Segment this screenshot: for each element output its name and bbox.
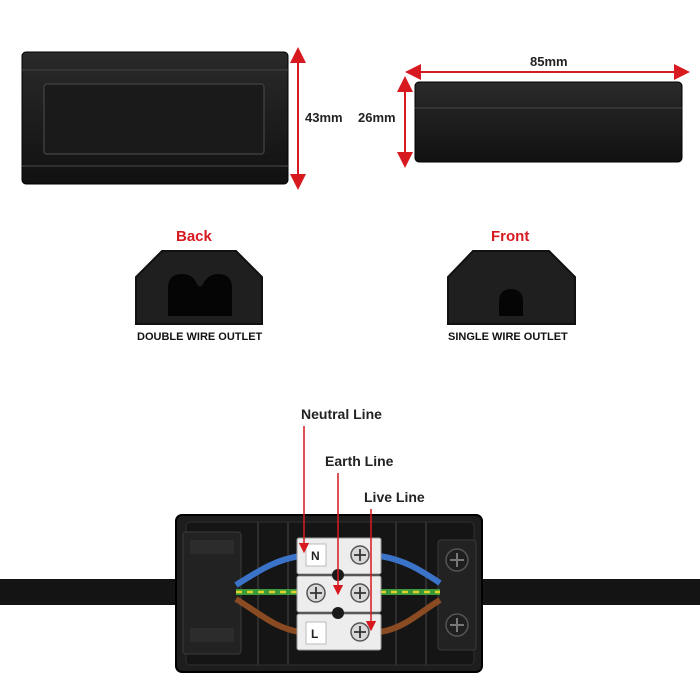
terminal-n-label: N bbox=[311, 549, 320, 563]
terminal-block-live: L bbox=[296, 607, 382, 651]
incoming-cable bbox=[0, 579, 182, 605]
neutral-wire bbox=[234, 553, 442, 588]
earth-line-label: Earth Line bbox=[325, 453, 394, 469]
terminal-block-neutral: N bbox=[296, 537, 382, 575]
wire-outlet-icon bbox=[135, 250, 263, 325]
live-line-label: Live Line bbox=[364, 489, 425, 505]
outgoing-cable bbox=[482, 579, 700, 605]
front-title: Front bbox=[491, 228, 529, 245]
height-short-label: 26mm bbox=[358, 110, 396, 125]
neutral-line-label: Neutral Line bbox=[301, 406, 382, 422]
length-label: 85mm bbox=[530, 54, 568, 69]
height-tall-label: 43mm bbox=[305, 110, 343, 125]
front-caption: SINGLE WIRE OUTLET bbox=[448, 331, 568, 343]
back-title: Back bbox=[176, 228, 213, 245]
box-end-view bbox=[414, 81, 683, 163]
back-caption: DOUBLE WIRE OUTLET bbox=[137, 331, 263, 343]
live-wire bbox=[234, 596, 442, 635]
box-side-view bbox=[21, 51, 289, 185]
terminal-l-label: L bbox=[311, 627, 318, 641]
wire-outlet-icon bbox=[447, 250, 576, 325]
